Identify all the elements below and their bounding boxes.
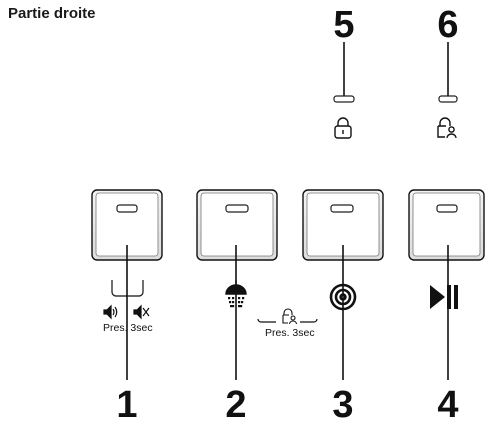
play-pause-icon [430, 285, 458, 309]
button-1[interactable] [91, 189, 163, 261]
lock-icon [334, 117, 352, 139]
callout-number-4: 4 [437, 384, 459, 426]
button-4[interactable] [408, 189, 485, 261]
callout-number-3: 3 [332, 384, 354, 426]
child-lock-icon [437, 117, 457, 139]
indicator-led-6 [438, 42, 458, 103]
callout-number-6: 6 [437, 4, 459, 46]
lock-press-caption: Pres. 3sec [265, 327, 315, 339]
child-lock-small-icon [282, 308, 298, 325]
volume-mute-toggle-icon [103, 304, 150, 320]
section-heading: Partie droite [8, 5, 96, 22]
indicator-led-5 [333, 42, 355, 103]
button-2[interactable] [196, 189, 278, 261]
button-3[interactable] [302, 189, 384, 261]
shower-icon [225, 280, 247, 308]
volume-press-caption: Pres. 3sec [103, 322, 153, 334]
callout-number-2: 2 [225, 384, 247, 426]
lock-bracket [257, 318, 318, 323]
callout-number-1: 1 [116, 384, 138, 426]
callout-number-5: 5 [333, 4, 355, 46]
